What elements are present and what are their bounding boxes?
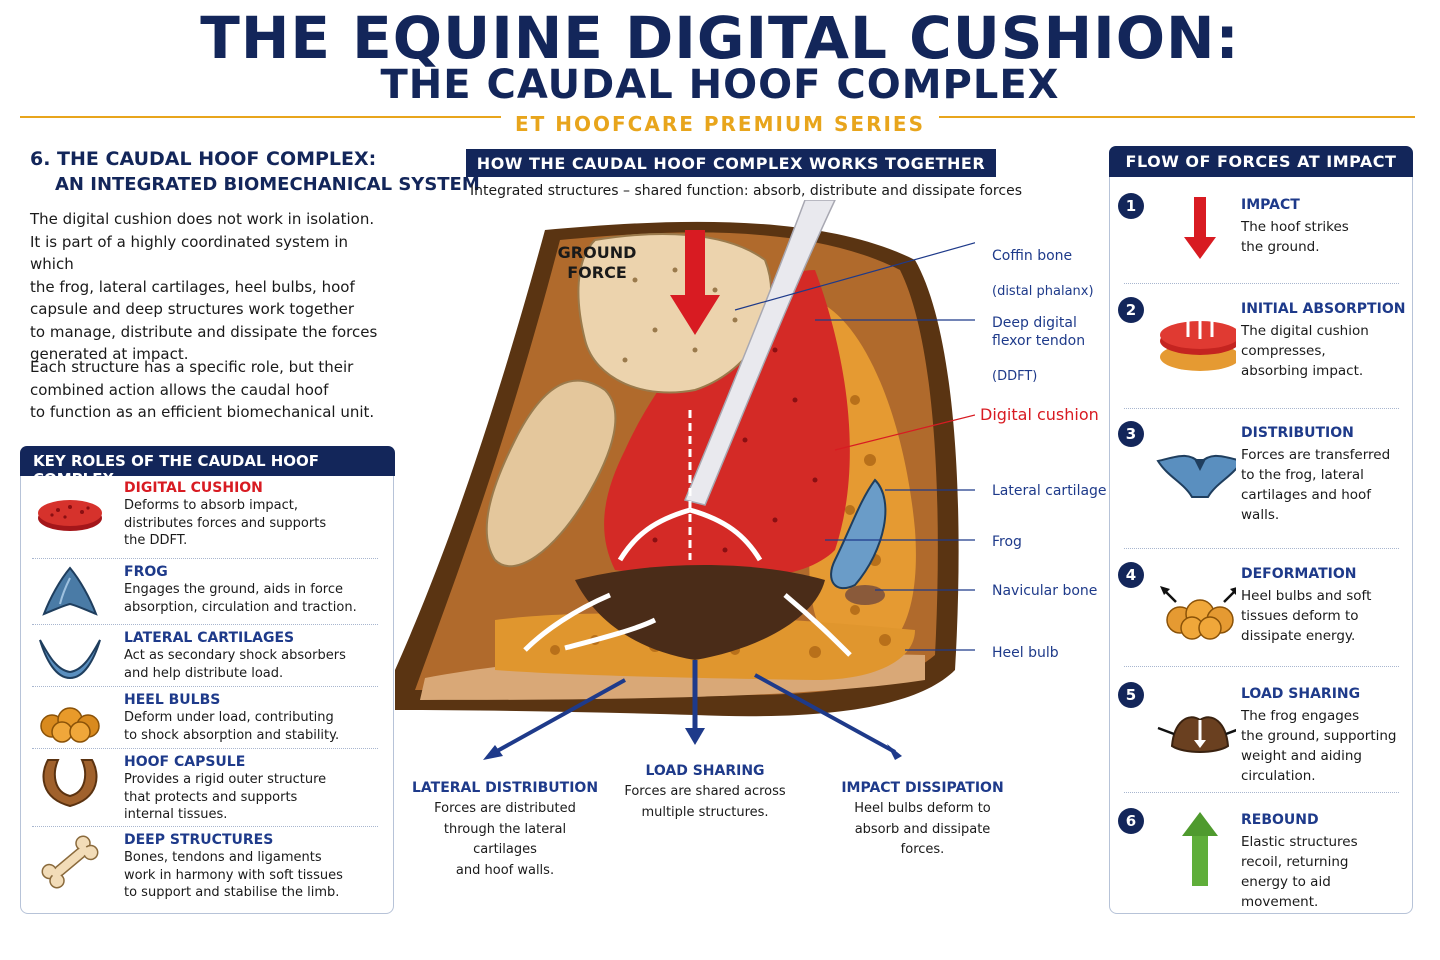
- step-title: LOAD SHARING: [1241, 686, 1361, 702]
- ddft-shape: [683, 200, 836, 506]
- role-title: HEEL BULBS: [124, 692, 221, 708]
- step-divider: [1124, 666, 1399, 667]
- step-title: DISTRIBUTION: [1241, 425, 1354, 441]
- center-subheading: Integrated structures – shared function:…: [470, 183, 1022, 199]
- flow-step-5: 5 LOAD SHARING The frog engages the grou…: [1118, 682, 1408, 792]
- callout-digital-cushion: Digital cushion: [980, 405, 1099, 424]
- step-divider: [1124, 548, 1399, 549]
- flow-step-3: 3 DISTRIBUTION Forces are transferred to…: [1118, 421, 1408, 539]
- role-title: FROG: [124, 564, 168, 580]
- compression-icon: [1160, 317, 1236, 371]
- role-divider: [32, 826, 378, 827]
- role-desc: Provides a rigid outer structure that pr…: [124, 772, 327, 822]
- impact-dissipation-label: IMPACT DISSIPATION Heel bulbs deform to …: [841, 780, 1004, 857]
- callout-coffin-bone: Coffin bone (distal phalanx): [992, 248, 1094, 299]
- step-divider: [1124, 283, 1399, 284]
- role-title: LATERAL CARTILAGES: [124, 630, 295, 646]
- frog-icon: [42, 566, 98, 616]
- heel-bulbs-icon: [40, 707, 100, 743]
- navicular-bone-shape: [845, 585, 885, 605]
- pastern-bone: [485, 379, 617, 568]
- key-roles-heading: KEY ROLES OF THE CAUDAL HOOF COMPLEX: [20, 446, 395, 476]
- callout-lateral-cartilage: Lateral cartilage: [992, 483, 1107, 499]
- flow-step-6: 6 REBOUND Elastic structures recoil, ret…: [1118, 808, 1408, 910]
- role-divider: [32, 686, 378, 687]
- key-roles-panel: KEY ROLES OF THE CAUDAL HOOF COMPLEX: [20, 446, 395, 914]
- step-number: 5: [1118, 682, 1144, 708]
- role-frog: FROG Engages the ground, aids in force a…: [30, 564, 380, 624]
- digital-cushion-icon: [38, 500, 102, 531]
- load-sharing-icon: [1157, 716, 1236, 753]
- step-number: 2: [1118, 297, 1144, 323]
- callout-ddft: Deep digital flexor tendon (DDFT): [992, 315, 1086, 384]
- section-subtitle: AN INTEGRATED BIOMECHANICAL SYSTEM: [55, 174, 480, 195]
- main-subtitle: THE CAUDAL HOOF COMPLEX: [380, 62, 1060, 108]
- ground-force-label: GROUND FORCE: [557, 243, 637, 282]
- flow-step-4: 4 DEFORMATION Heel bulbs and soft tissue…: [1118, 562, 1408, 667]
- header-rule-left: [20, 116, 525, 118]
- bone-icon: [41, 835, 99, 889]
- down-arrow-icon: [1184, 197, 1216, 259]
- step-desc: The digital cushion compresses, absorbin…: [1241, 323, 1369, 379]
- flow-step-1: 1 IMPACT The hoof strikes the ground.: [1118, 193, 1408, 278]
- lateral-cartilage-icon: [39, 639, 101, 680]
- role-desc: Deform under load, contributing to shock…: [124, 710, 340, 743]
- coffin-bone: [577, 233, 773, 394]
- hoof-cross-section-diagram: [395, 200, 975, 760]
- role-title: HOOF CAPSULE: [124, 754, 246, 770]
- role-deep-structures: DEEP STRUCTURES Bones, tendons and ligam…: [30, 832, 380, 906]
- step-divider: [1124, 792, 1399, 793]
- callout-heel-bulb: Heel bulb: [992, 645, 1059, 661]
- center-heading: HOW THE CAUDAL HOOF COMPLEX WORKS TOGETH…: [466, 149, 996, 177]
- role-desc: Engages the ground, aids in force absorp…: [124, 582, 357, 615]
- role-title: DIGITAL CUSHION: [124, 480, 263, 496]
- step-title: DEFORMATION: [1241, 566, 1357, 582]
- frog-distribution-icon: [1156, 455, 1236, 498]
- step-title: REBOUND: [1241, 812, 1319, 828]
- step-number: 3: [1118, 421, 1144, 447]
- step-title: IMPACT: [1241, 197, 1300, 213]
- ground-force-arrow-head: [670, 295, 720, 335]
- role-digital-cushion: DIGITAL CUSHION Deforms to absorb impact…: [30, 480, 380, 556]
- series-label: ET HOOFCARE PREMIUM SERIES: [0, 112, 1440, 136]
- role-divider: [32, 558, 378, 559]
- role-divider: [32, 624, 378, 625]
- step-title: INITIAL ABSORPTION: [1241, 301, 1406, 317]
- lateral-distribution-label: LATERAL DISTRIBUTION Forces are distribu…: [411, 780, 599, 878]
- step-divider: [1124, 408, 1399, 409]
- frog-shape: [575, 565, 825, 660]
- hoof-capsule-icon: [42, 759, 98, 808]
- intro-paragraph-2: Each structure has a specific role, but …: [30, 358, 375, 421]
- role-desc: Act as secondary shock absorbers and hel…: [124, 648, 346, 681]
- role-lateral-cartilages: LATERAL CARTILAGES Act as secondary shoc…: [30, 630, 380, 686]
- load-sharing-label: LOAD SHARING Forces are shared across mu…: [624, 763, 786, 820]
- deformation-icon: [1160, 586, 1236, 640]
- step-desc: Elastic structures recoil, returning ene…: [1241, 834, 1358, 910]
- step-number: 6: [1118, 808, 1144, 834]
- step-number: 4: [1118, 562, 1144, 588]
- step-desc: The hoof strikes the ground.: [1241, 219, 1349, 255]
- lateral-cartilage-shape: [830, 478, 887, 590]
- step-desc: Forces are transferred to the frog, late…: [1241, 447, 1391, 523]
- step-desc: The frog engages the ground, supporting …: [1241, 708, 1397, 784]
- step-number: 1: [1118, 193, 1144, 219]
- role-title: DEEP STRUCTURES: [124, 832, 274, 848]
- flow-step-2: 2 INITIAL ABSORPTION The digital cushion…: [1118, 297, 1408, 397]
- step-desc: Heel bulbs and soft tissues deform to di…: [1241, 588, 1372, 644]
- role-desc: Bones, tendons and ligaments work in har…: [124, 850, 343, 900]
- role-hoof-capsule: HOOF CAPSULE Provides a rigid outer stru…: [30, 754, 380, 826]
- callout-navicular-bone: Navicular bone: [992, 583, 1098, 599]
- callout-frog: Frog: [992, 534, 1022, 550]
- role-heel-bulbs: HEEL BULBS Deform under load, contributi…: [30, 692, 380, 748]
- up-arrow-icon: [1182, 812, 1218, 886]
- section-title: 6. THE CAUDAL HOOF COMPLEX:: [30, 148, 377, 170]
- flow-heading: FLOW OF FORCES AT IMPACT: [1109, 146, 1413, 177]
- header-rule-right: [915, 116, 1415, 118]
- role-desc: Deforms to absorb impact, distributes fo…: [124, 498, 327, 548]
- role-divider: [32, 748, 378, 749]
- intro-paragraph-1: The digital cushion does not work in iso…: [30, 210, 378, 363]
- main-title: THE EQUINE DIGITAL CUSHION:: [200, 4, 1240, 72]
